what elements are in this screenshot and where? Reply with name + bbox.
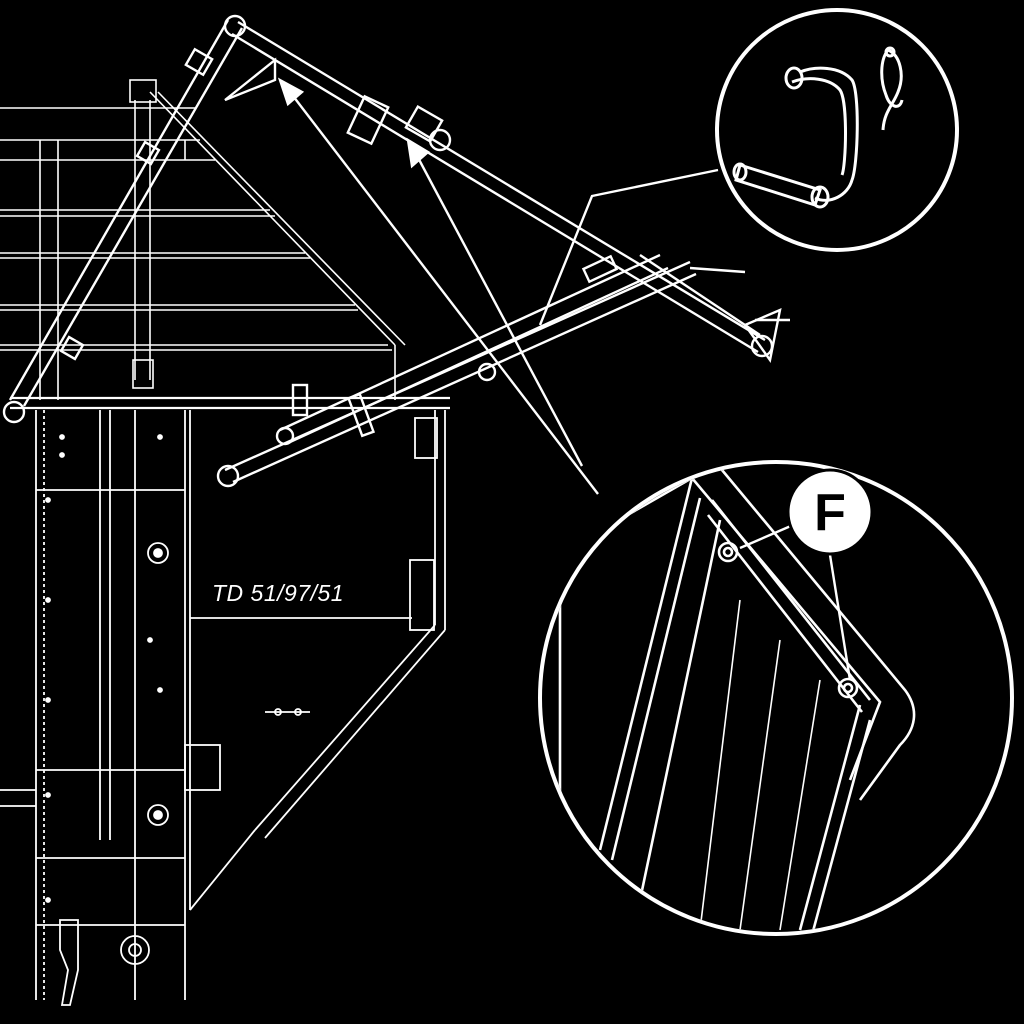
arrow-head-lower bbox=[406, 137, 431, 169]
leader-line-pin bbox=[538, 168, 719, 326]
boom-upper-arm bbox=[231, 20, 790, 363]
hitch-pin-with-linch-pin bbox=[732, 46, 904, 209]
boom-left-arm bbox=[2, 14, 277, 424]
detail-circle-pin-outline bbox=[715, 8, 959, 252]
arrow-head-upper bbox=[277, 77, 305, 107]
callout-f-label: F bbox=[814, 484, 846, 542]
lower-body bbox=[0, 410, 446, 1006]
boom-lower-arm bbox=[216, 253, 761, 488]
chassis-beam bbox=[10, 396, 450, 410]
leader-line-f-lower bbox=[828, 554, 852, 681]
detail-circle-panel: F bbox=[538, 460, 1014, 936]
callout-f-badge bbox=[786, 468, 874, 556]
detail-circle-pin bbox=[538, 8, 959, 326]
upper-panels bbox=[0, 79, 406, 400]
arrow-line-lower bbox=[413, 151, 584, 467]
arrow-line-upper bbox=[289, 91, 599, 495]
pointer-arrows bbox=[277, 77, 599, 495]
reference-code: TD 51/97/51 bbox=[212, 580, 345, 606]
machine-frame bbox=[0, 79, 450, 1006]
folding-boom bbox=[2, 14, 790, 488]
